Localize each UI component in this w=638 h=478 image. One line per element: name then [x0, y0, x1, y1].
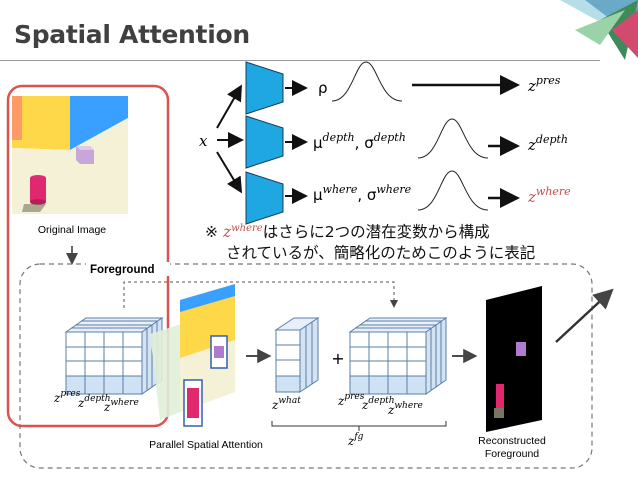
note-line-2: されているが、簡略化のためこのように表記 — [226, 244, 536, 262]
parallel-attention-label: Parallel Spatial Attention — [149, 439, 263, 451]
param-depth: μdepth, σdepth — [313, 131, 406, 152]
original-image — [12, 96, 128, 214]
svg-text:zdepth: zdepth — [361, 396, 395, 412]
parallel-attention-images — [150, 284, 235, 427]
param-rho: ρ — [318, 79, 328, 97]
fg-label: zfg — [347, 432, 364, 448]
note-z: z — [222, 223, 232, 241]
original-image-frame — [6, 84, 170, 428]
right-latent-cube — [348, 317, 448, 395]
encoder-shape-3 — [245, 171, 284, 225]
gaussian-curve-3 — [417, 170, 489, 211]
title-divider — [0, 60, 600, 61]
arrow-x-to-encoder-1 — [216, 84, 242, 129]
gaussian-curve-2 — [417, 118, 489, 159]
note-mark: ※ — [205, 223, 218, 241]
fg-brace — [271, 421, 447, 431]
encoder-shape-2 — [245, 115, 284, 169]
output-zpres: zpres — [527, 74, 561, 95]
svg-text:zwhere: zwhere — [387, 401, 423, 417]
left-cube-latent-labels: zpres zdepth zwhere — [53, 389, 139, 414]
reconstructed-foreground-image — [486, 286, 542, 432]
left-latent-cube — [64, 317, 164, 395]
note-line-1: ※ zwhereはさらに2つの潜在変数から構成 — [205, 220, 490, 242]
param-where: μwhere, σwhere — [313, 183, 412, 204]
corner-decoration — [560, 0, 638, 60]
right-cube-latent-labels: zpres zdepth zwhere — [337, 392, 423, 417]
output-zdepth: zdepth — [527, 133, 568, 154]
what-cube — [274, 317, 320, 393]
foreground-region — [19, 263, 593, 469]
foreground-label: Foreground — [90, 264, 155, 276]
dashed-connector — [123, 281, 398, 308]
reconstructed-label-1: Reconstructed — [478, 435, 546, 447]
note-line1-text: はさらに2つの潜在変数から構成 — [262, 223, 490, 241]
page-title: Spatial Attention — [14, 20, 250, 49]
svg-text:zdepth: zdepth — [77, 394, 111, 410]
original-image-label: Original Image — [38, 224, 106, 236]
note-z-sup: where — [231, 222, 263, 234]
svg-text:zpres: zpres — [337, 392, 365, 408]
gaussian-curve-1 — [331, 61, 403, 102]
input-x-label: x — [199, 132, 208, 150]
arrow-out — [555, 288, 614, 343]
encoder-shape-1 — [245, 61, 284, 115]
svg-text:zpres: zpres — [53, 389, 81, 405]
svg-text:zwhere: zwhere — [103, 398, 139, 414]
reconstructed-label-2: Foreground — [485, 448, 539, 460]
foreground-label-bg — [86, 262, 170, 276]
what-cube-label: zwhat — [271, 396, 301, 412]
plus-sign: + — [331, 349, 344, 368]
arrow-x-to-encoder-3 — [216, 151, 243, 194]
output-zwhere: zwhere — [527, 185, 571, 206]
